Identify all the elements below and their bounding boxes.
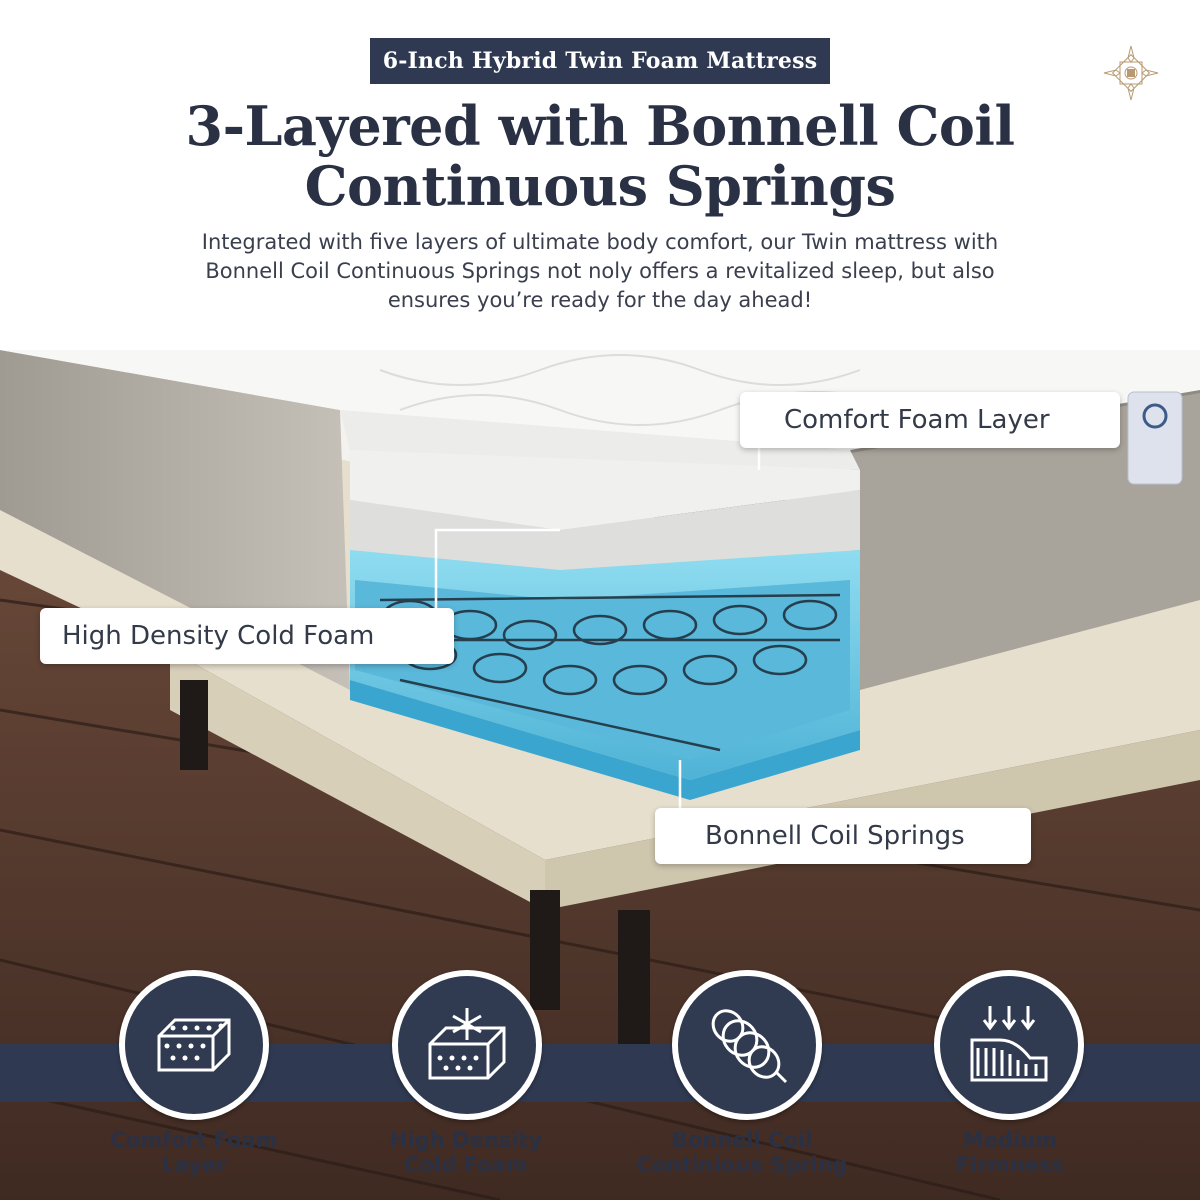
feature-label-line: Medium (962, 1128, 1058, 1152)
feature-badge-comfort-foam (119, 970, 269, 1120)
feature-label-line: High Density (389, 1128, 543, 1152)
page-headline: 3-Layered with Bonnell Coil Continuous S… (100, 96, 1100, 216)
brand-logo-icon (1103, 45, 1159, 101)
callout-high-density-cold-foam: High Density Cold Foam (40, 608, 454, 664)
description-line-3: ensures you’re ready for the day ahead! (387, 288, 813, 312)
mattress-side-right (850, 390, 1200, 690)
feature-label-coil-spring: Bonnell Coil Continious Spring (612, 1128, 872, 1178)
feature-label-line: Continious Spring (636, 1153, 848, 1177)
foam-mattress-icon (157, 1018, 231, 1072)
callout-comfort-foam-layer: Comfort Foam Layer (740, 392, 1120, 448)
grey-foam-layer (350, 490, 860, 570)
feature-badge-coil-spring (672, 970, 822, 1120)
product-badge: 6-Inch Hybrid Twin Foam Mattress (370, 38, 830, 84)
callout-bonnell-coil-springs: Bonnell Coil Springs (655, 808, 1031, 864)
feature-label-line: Layer (161, 1153, 227, 1177)
headline-line-1: 3-Layered with Bonnell Coil (185, 94, 1015, 158)
mattress-side-left (0, 350, 350, 690)
feature-label-line: Comfort Foam (110, 1128, 278, 1152)
mattress-cutaway-illustration (0, 350, 1200, 1200)
feature-label-comfort-foam: Comfort Foam Layer (64, 1128, 324, 1178)
bonnell-coil-springs (355, 580, 850, 760)
feature-label-line: Cold Foam (404, 1153, 528, 1177)
firmness-pressure-icon (970, 1006, 1048, 1082)
feature-badge-cold-foam (392, 970, 542, 1120)
coil-spring-icon (711, 1009, 788, 1084)
snowflake-mattress-icon (428, 1008, 506, 1080)
description-line-1: Integrated with five layers of ultimate … (201, 230, 999, 254)
feature-label-line: Firmness (956, 1153, 1064, 1177)
feature-badge-firmness (934, 970, 1084, 1120)
headline-line-2: Continuous Springs (304, 154, 896, 218)
comfort-foam-layer (350, 450, 860, 530)
description-line-2: Bonnell Coil Continuous Springs not noly… (205, 259, 995, 283)
description-text: Integrated with five layers of ultimate … (130, 228, 1070, 315)
feature-label-cold-foam: High Density Cold Foam (336, 1128, 596, 1178)
feature-label-firmness: Medium Firmness (880, 1128, 1140, 1178)
feature-label-line: Bonnell Coil (671, 1128, 813, 1152)
